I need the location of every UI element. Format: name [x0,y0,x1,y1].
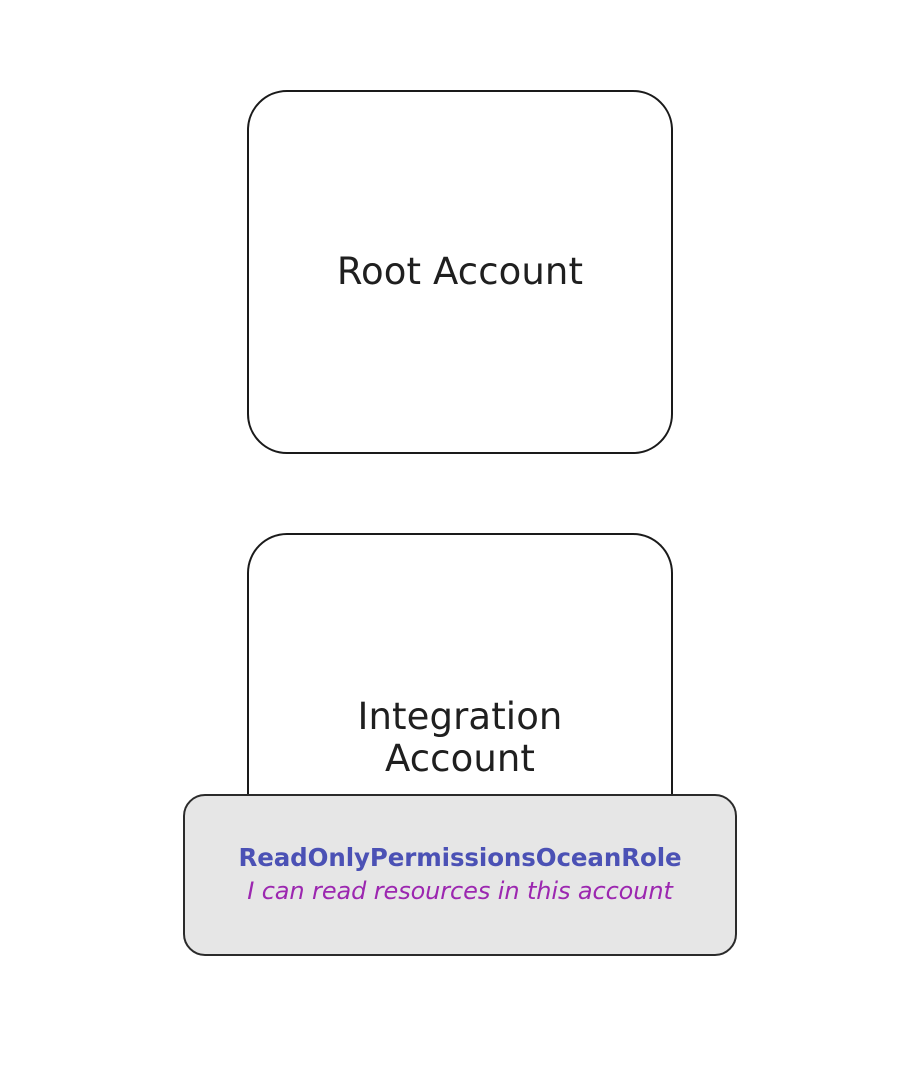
role-name-label: ReadOnlyPermissionsOceanRole [238,843,682,873]
integration-account-label: Integration Account [357,695,563,780]
root-account-label: Root Account [336,250,584,294]
integration-account-node[interactable]: Integration Account [247,533,673,797]
role-description-label: I can read resources in this account [247,877,673,906]
read-only-role-card[interactable]: ReadOnlyPermissionsOceanRole I can read … [183,794,737,956]
root-account-node[interactable]: Root Account [247,90,673,454]
